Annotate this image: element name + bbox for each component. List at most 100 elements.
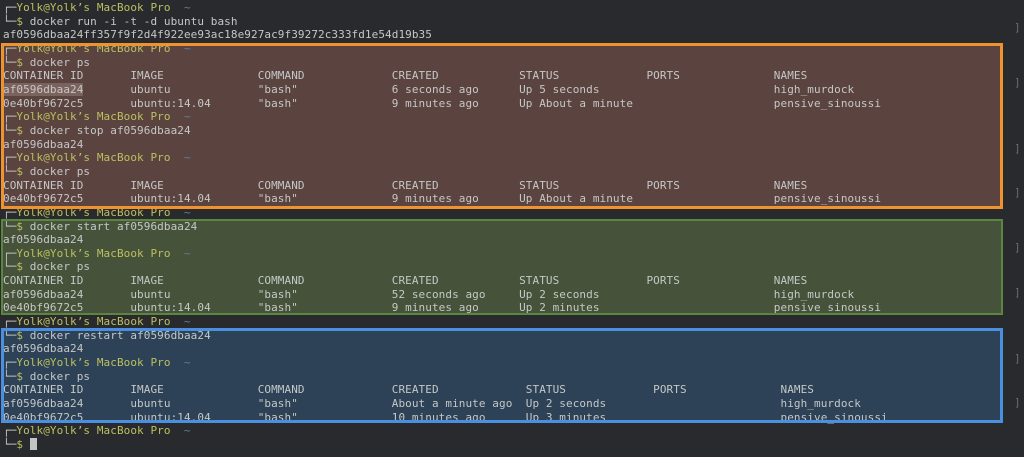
terminal-text (23, 438, 30, 451)
prompt-user: Yolk@Yolk’s MacBook Pro (16, 315, 171, 329)
terminal-line: af0596dbaa24 ubuntu "bash" 6 seconds ago… (0, 82, 1024, 97)
terminal-line: af0596dbaa24 (0, 233, 1024, 247)
prompt-path: ~ (183, 41, 191, 55)
orange-box-fill (1, 43, 1003, 209)
prompt-user: $ (16, 123, 24, 137)
terminal-line: ┌─Yolk@Yolk’s MacBook Pro ~ (0, 1, 1024, 15)
terminal-text: CONTAINER ID IMAGE COMMAND CREATED STATU… (3, 69, 808, 83)
terminal-text (171, 424, 184, 437)
prompt-user: $ (16, 164, 24, 178)
terminal-text: af0596dbaa24 ubuntu "bash" About a minut… (3, 397, 861, 411)
terminal-text: docker ps (23, 369, 91, 383)
terminal-line: 0e40bf9672c5 ubuntu:14.04 "bash" 9 minut… (0, 192, 1024, 206)
bracket-marker: ] (1014, 286, 1021, 299)
terminal-text: af0596dbaa24ff357f9f2d4f922ee93ac18e927a… (3, 28, 432, 42)
terminal-line: CONTAINER ID IMAGE COMMAND CREATED STATU… (0, 69, 1024, 83)
terminal-line: └─$ docker ps (0, 165, 1024, 179)
terminal-text: 0e40bf9672c5 ubuntu:14.04 "bash" 9 minut… (3, 301, 882, 315)
prompt-path: ~ (183, 1, 191, 14)
terminal-text: docker restart af0596dbaa24 (23, 328, 211, 342)
terminal-text (171, 206, 184, 219)
terminal-text: af0596dbaa24 (3, 137, 84, 151)
bracket-marker: ] (1014, 241, 1021, 254)
terminal-text: docker run -i -t -d ubuntu bash (23, 14, 238, 28)
prompt-path: ~ (183, 205, 191, 219)
terminal-text: CONTAINER ID IMAGE COMMAND CREATED STATU… (3, 274, 808, 288)
terminal-text: └─ (3, 219, 17, 233)
terminal-line: └─$ docker ps (0, 56, 1024, 70)
terminal-line: └─$ (0, 438, 1024, 452)
terminal-text (171, 42, 184, 55)
terminal-line: ┌─Yolk@Yolk’s MacBook Pro ~ (0, 356, 1024, 370)
bracket-marker: ] (1014, 76, 1021, 89)
terminal-line: └─$ docker restart af0596dbaa24 (0, 329, 1024, 343)
terminal-text: ubuntu "bash" 6 seconds ago Up 5 seconds… (83, 82, 855, 96)
terminal-line: ┌─Yolk@Yolk’s MacBook Pro ~ (0, 315, 1024, 329)
terminal-line: af0596dbaa24 ubuntu "bash" 52 seconds ag… (0, 288, 1024, 302)
terminal-line: 0e40bf9672c5 ubuntu:14.04 "bash" 9 minut… (0, 97, 1024, 111)
prompt-user: Yolk@Yolk’s MacBook Pro (16, 41, 171, 55)
bracket-marker: ] (1014, 186, 1021, 199)
terminal-text: docker ps (23, 55, 91, 69)
terminal-line: af0596dbaa24 ubuntu "bash" About a minut… (0, 397, 1024, 411)
terminal-text: docker ps (23, 164, 91, 178)
terminal-text: ┌─ (3, 246, 17, 260)
prompt-user: $ (16, 260, 24, 274)
prompt-user: Yolk@Yolk’s MacBook Pro (16, 1, 171, 14)
prompt-path: ~ (183, 356, 191, 370)
terminal-line: 0e40bf9672c5 ubuntu:14.04 "bash" 10 minu… (0, 411, 1024, 425)
terminal-text (171, 151, 184, 164)
terminal-line: └─$ docker start af0596dbaa24 (0, 220, 1024, 234)
terminal-line: af0596dbaa24 (0, 342, 1024, 356)
prompt-user: Yolk@Yolk’s MacBook Pro (16, 424, 171, 438)
prompt-path: ~ (183, 246, 191, 260)
terminal-line: ┌─Yolk@Yolk’s MacBook Pro ~ (0, 424, 1024, 438)
terminal-text: └─ (3, 328, 17, 342)
prompt-user: Yolk@Yolk’s MacBook Pro (16, 205, 171, 219)
prompt-user: $ (16, 438, 24, 451)
terminal-text: 0e40bf9672c5 ubuntu:14.04 "bash" 9 minut… (3, 192, 882, 206)
prompt-user: Yolk@Yolk’s MacBook Pro (16, 151, 171, 165)
terminal-text: ┌─ (3, 151, 17, 165)
terminal-cursor[interactable] (29, 438, 37, 450)
prompt-user: $ (16, 219, 24, 233)
terminal-text: ┌─ (3, 356, 17, 370)
prompt-path: ~ (183, 315, 191, 329)
bracket-marker: ] (1014, 21, 1021, 34)
bracket-marker: ] (1014, 396, 1021, 409)
prompt-path: ~ (183, 151, 191, 165)
bracket-marker: ] (1014, 142, 1021, 155)
terminal-text: └─ (3, 164, 17, 178)
prompt-user: Yolk@Yolk’s MacBook Pro (16, 356, 171, 370)
prompt-user: $ (16, 14, 24, 28)
terminal-text: ┌─ (3, 205, 17, 219)
terminal-text: 0e40bf9672c5 ubuntu:14.04 "bash" 10 minu… (3, 410, 888, 424)
terminal-text: CONTAINER ID IMAGE COMMAND CREATED STATU… (3, 178, 808, 192)
terminal-text: └─ (3, 123, 17, 137)
terminal-text: docker start af0596dbaa24 (23, 219, 198, 233)
terminal-text: 0e40bf9672c5 ubuntu:14.04 "bash" 9 minut… (3, 96, 882, 110)
prompt-path: ~ (183, 110, 191, 124)
terminal-text: af0596dbaa24 ubuntu "bash" 52 seconds ag… (3, 287, 855, 301)
terminal-line: └─$ docker run -i -t -d ubuntu bash (0, 15, 1024, 29)
terminal-text: └─ (3, 438, 17, 451)
prompt-user: $ (16, 328, 24, 342)
terminal-text: └─ (3, 369, 17, 383)
terminal-text: docker stop af0596dbaa24 (23, 123, 191, 137)
prompt-user: $ (16, 369, 24, 383)
terminal-text (171, 356, 184, 369)
terminal-line: ┌─Yolk@Yolk’s MacBook Pro ~ (0, 151, 1024, 165)
terminal-line: CONTAINER ID IMAGE COMMAND CREATED STATU… (0, 274, 1024, 288)
terminal-text: └─ (3, 14, 17, 28)
terminal-text: af0596dbaa24 (3, 233, 84, 247)
terminal-text: docker ps (23, 260, 91, 274)
terminal-line: └─$ docker stop af0596dbaa24 (0, 124, 1024, 138)
prompt-user: Yolk@Yolk’s MacBook Pro (16, 246, 171, 260)
terminal-text: ┌─ (3, 41, 17, 55)
terminal-line: ┌─Yolk@Yolk’s MacBook Pro ~ (0, 42, 1024, 56)
terminal-line: CONTAINER ID IMAGE COMMAND CREATED STATU… (0, 179, 1024, 193)
terminal-text: af0596dbaa24 (3, 342, 84, 356)
terminal-line: CONTAINER ID IMAGE COMMAND CREATED STATU… (0, 383, 1024, 397)
terminal-line: af0596dbaa24 (0, 138, 1024, 152)
